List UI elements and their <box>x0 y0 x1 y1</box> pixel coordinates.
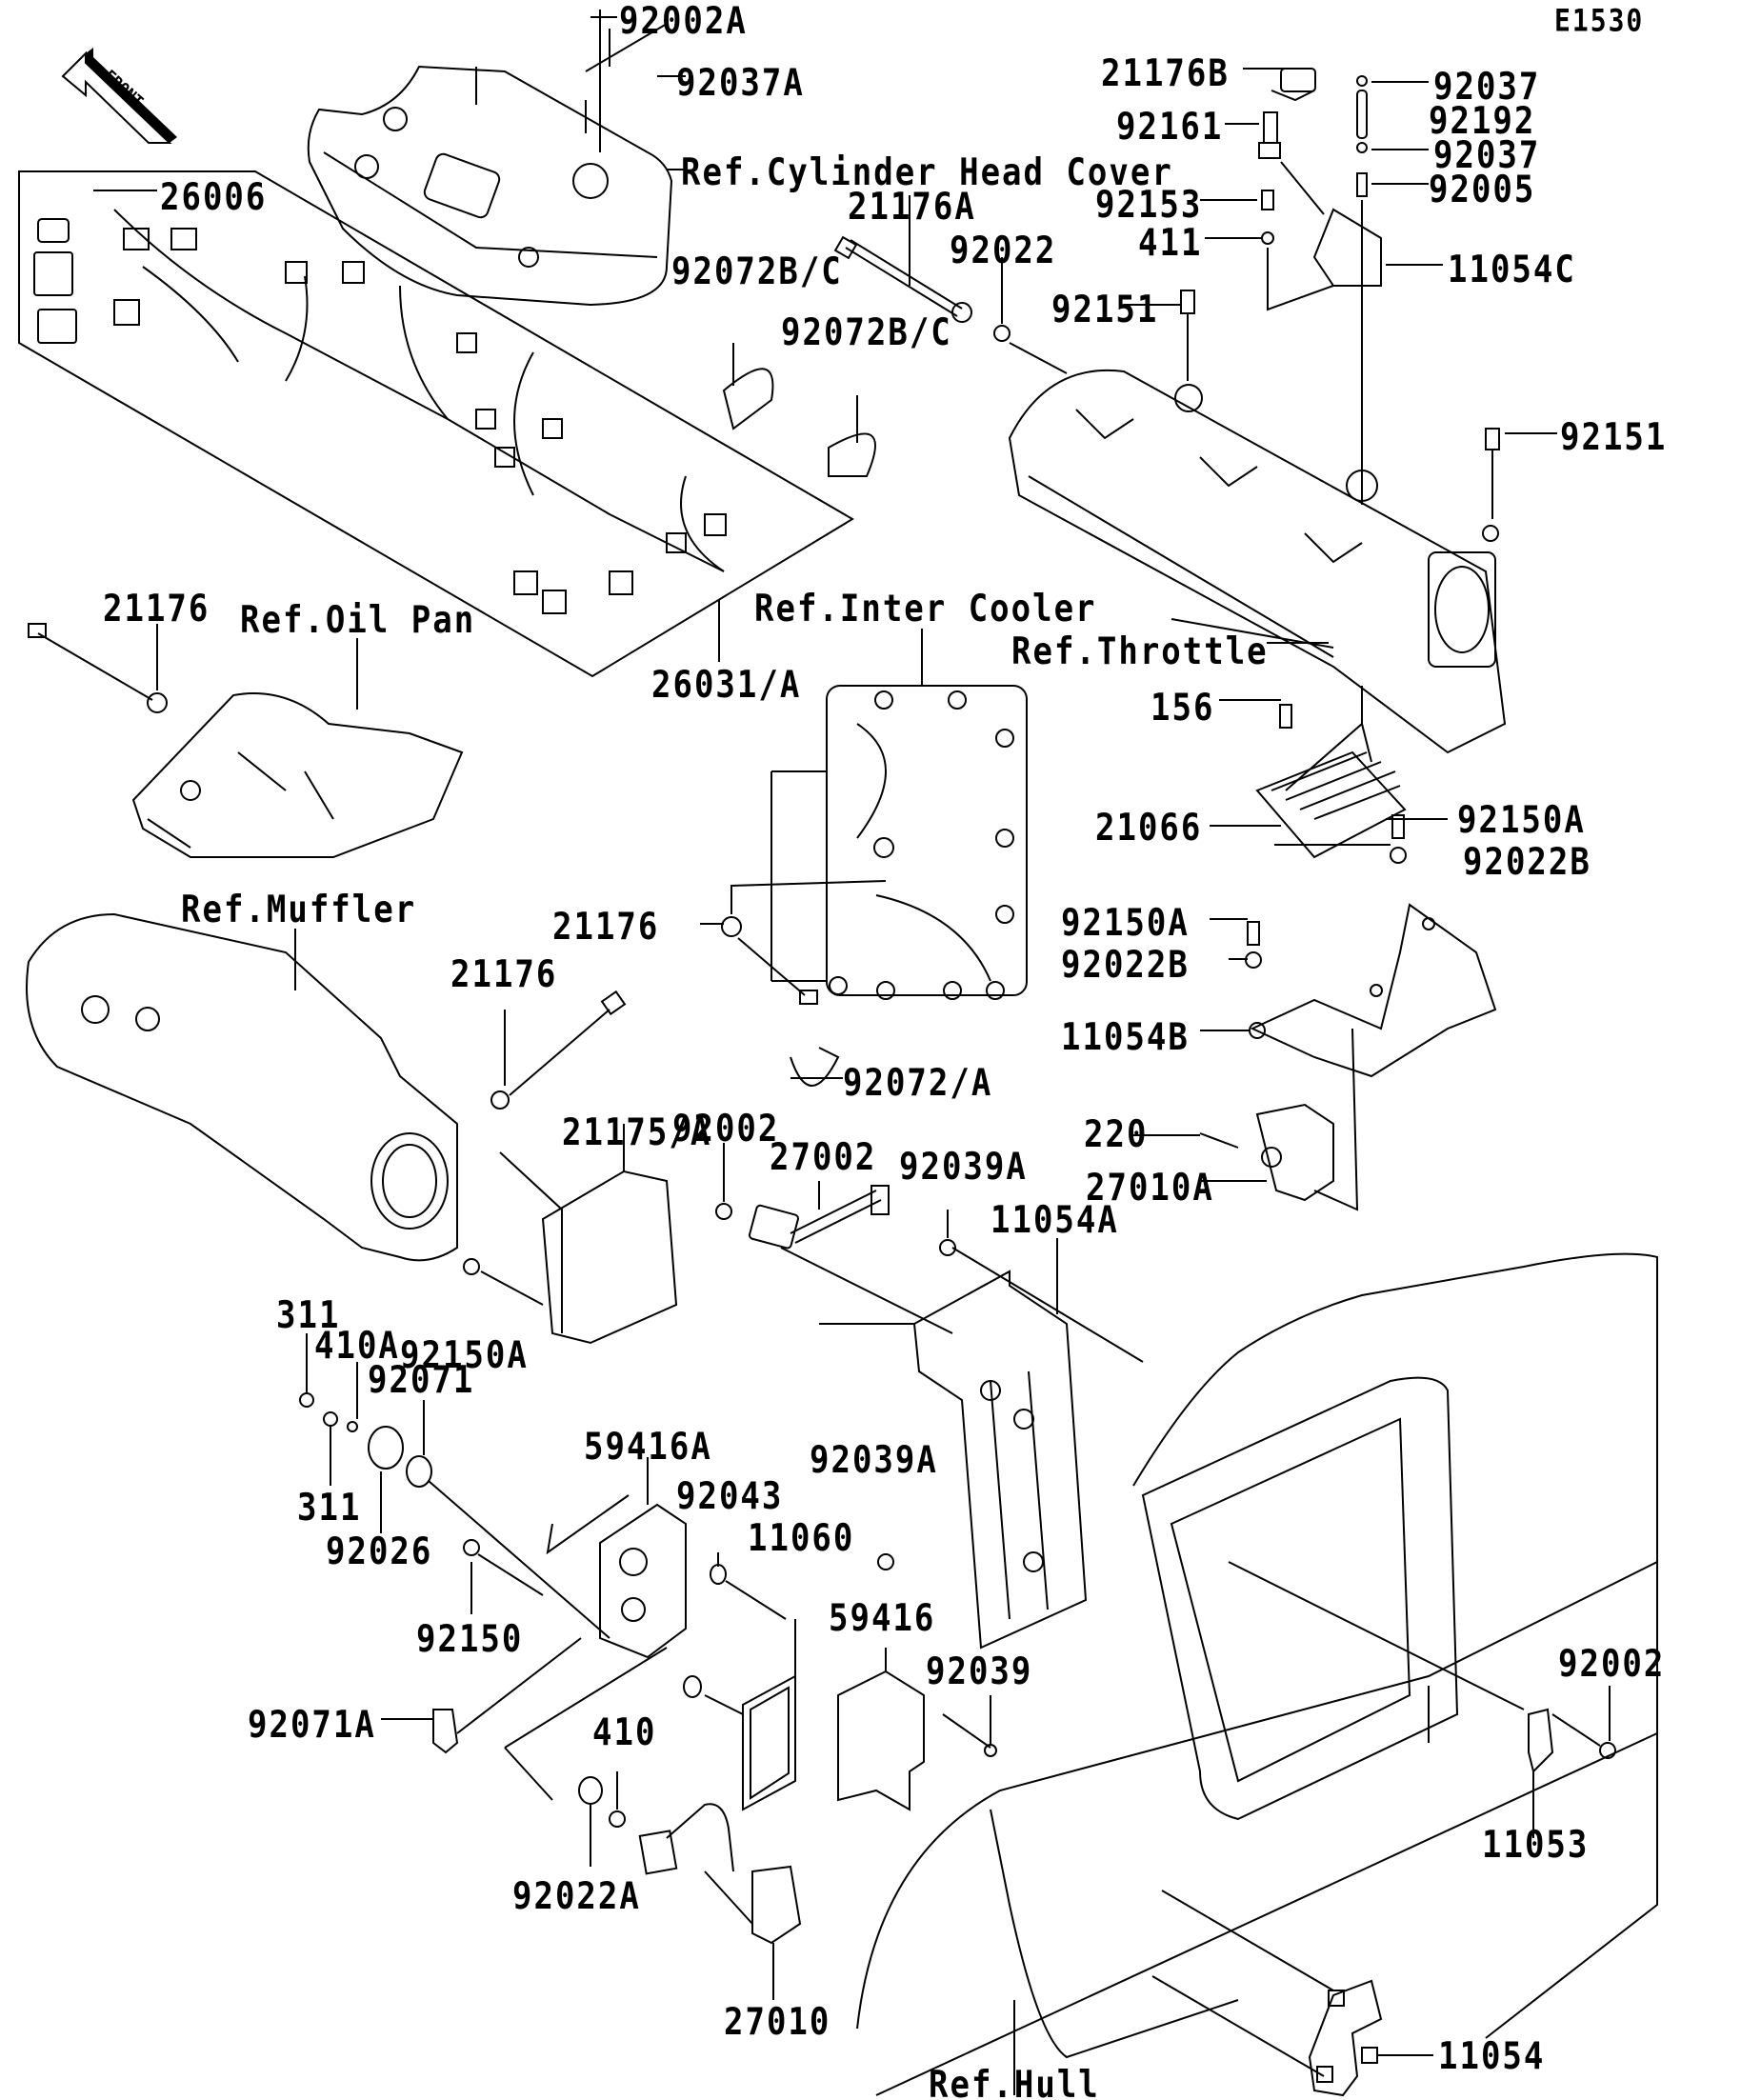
cylinder-head-cover <box>309 10 671 305</box>
label-92026: 92026 <box>326 1530 433 1574</box>
label-92037A: 92037A <box>676 61 805 106</box>
label-92150A-1: 92150A <box>1457 798 1586 843</box>
clamp-92072A <box>790 1048 838 1086</box>
label-21175A: 21175/A <box>562 1110 712 1155</box>
label-410: 410 <box>592 1710 657 1755</box>
label-92039A-1: 92039A <box>899 1145 1028 1190</box>
intake-manifold <box>1010 370 1505 752</box>
sensor-21176-muffler <box>491 991 625 1109</box>
label-21176A: 21176A <box>848 185 976 230</box>
label-59416A: 59416A <box>584 1425 712 1470</box>
muffler <box>27 914 457 1260</box>
actuator-27010A <box>1200 1029 1357 1210</box>
label-11054C: 11054C <box>1448 248 1576 292</box>
label-21176-2: 21176 <box>552 905 660 950</box>
label-11053: 11053 <box>1482 1823 1590 1868</box>
label-21176-1: 21176 <box>103 587 210 631</box>
label-92072A: 92072/A <box>843 1061 993 1106</box>
front-arrow-icon: FRONT <box>61 48 177 144</box>
bracket-11054B <box>1250 905 1495 1076</box>
label-27010A: 27010A <box>1086 1166 1214 1210</box>
label-92039A-2: 92039A <box>810 1438 938 1483</box>
oil-pan <box>29 624 462 857</box>
label-92151-1: 92151 <box>1051 288 1159 332</box>
label-92037-2: 92037 <box>1433 133 1541 178</box>
sensor-21176A <box>835 195 1067 373</box>
label-26031A: 26031/A <box>651 663 802 708</box>
regulator-21066 <box>1246 686 1406 968</box>
label-21176B: 21176B <box>1101 51 1230 96</box>
inter-cooler <box>771 629 1027 999</box>
seals-92026-92071 <box>300 1333 610 1638</box>
label-92022A: 92022A <box>512 1874 641 1919</box>
washer-92022A <box>579 1777 602 1867</box>
label-311-2: 311 <box>297 1486 362 1530</box>
label-ref-muffler: Ref.Muffler <box>181 888 417 932</box>
wiring-harness <box>19 171 852 676</box>
diagram-code: E1530 <box>1554 2 1645 39</box>
label-92151-2: 92151 <box>1560 415 1668 460</box>
label-92039: 92039 <box>926 1650 1033 1694</box>
label-59416: 59416 <box>829 1596 936 1641</box>
label-92150A-2: 92150A <box>1061 901 1190 946</box>
gasket-11060 <box>684 1552 795 1810</box>
label-11054B: 11054B <box>1061 1015 1190 1060</box>
cover-59416A <box>548 1457 686 1657</box>
sensor-27002 <box>716 1143 952 1333</box>
label-92002A: 92002A <box>619 0 748 44</box>
label-92022B-1: 92022B <box>1463 840 1591 885</box>
label-21066: 21066 <box>1095 806 1203 850</box>
label-ref-inter-cooler: Ref.Inter Cooler <box>754 587 1097 631</box>
label-11054A: 11054A <box>991 1198 1119 1243</box>
label-27010: 27010 <box>724 2000 831 2045</box>
label-311-1: 311 <box>276 1293 341 1338</box>
label-156: 156 <box>1151 686 1215 730</box>
label-410A: 410A <box>314 1324 400 1369</box>
label-92005: 92005 <box>1429 168 1536 212</box>
label-92002-1: 92002 <box>672 1107 780 1151</box>
label-92072BC-1: 92072B/C <box>671 250 843 294</box>
label-92022B-2: 92022B <box>1061 943 1190 988</box>
label-92002-2: 92002 <box>1558 1642 1666 1687</box>
label-11054: 11054 <box>1438 2034 1546 2079</box>
clamp-92072BC-1 <box>724 369 772 429</box>
label-92153: 92153 <box>1095 183 1203 228</box>
label-92071: 92071 <box>368 1358 475 1403</box>
label-411: 411 <box>1138 221 1203 266</box>
label-92072BC-2: 92072B/C <box>781 310 952 355</box>
bracket-11054A <box>819 1210 1143 1648</box>
label-92150: 92150 <box>416 1617 524 1662</box>
ecu-21175A <box>464 1124 676 1343</box>
label-92161: 92161 <box>1116 105 1224 150</box>
label-ref-throttle: Ref.Throttle <box>1011 630 1269 674</box>
label-ref-hull: Ref.Hull <box>929 2063 1100 2100</box>
label-220: 220 <box>1084 1112 1149 1157</box>
label-92192: 92192 <box>1429 99 1536 144</box>
label-92022: 92022 <box>950 229 1057 273</box>
label-92071A: 92071A <box>248 1703 376 1748</box>
cover-59416 <box>838 1648 996 1810</box>
bracket-11053 <box>1229 1562 1615 1838</box>
sensor-mount-assembly <box>1181 69 1499 519</box>
label-21176-3: 21176 <box>450 952 558 997</box>
hull <box>857 1254 1657 2095</box>
label-ref-cylinder-head-cover: Ref.Cylinder Head Cover <box>681 150 1173 195</box>
label-27002: 27002 <box>770 1135 877 1180</box>
leader-lines <box>93 17 1557 1743</box>
label-11060: 11060 <box>748 1516 855 1561</box>
clamp-92072BC-2 <box>829 433 875 476</box>
sensor-21176-intercooler <box>722 881 886 1004</box>
bracket-11054 <box>1152 1890 1433 2095</box>
screw-92150 <box>464 1540 543 1614</box>
label-92043: 92043 <box>676 1474 784 1519</box>
label-26006: 26006 <box>160 175 268 220</box>
label-92037-1: 92037 <box>1433 65 1541 110</box>
label-ref-oil-pan: Ref.Oil Pan <box>240 598 476 643</box>
label-92150A-3: 92150A <box>400 1333 529 1378</box>
actuator-27010 <box>610 1771 800 2000</box>
